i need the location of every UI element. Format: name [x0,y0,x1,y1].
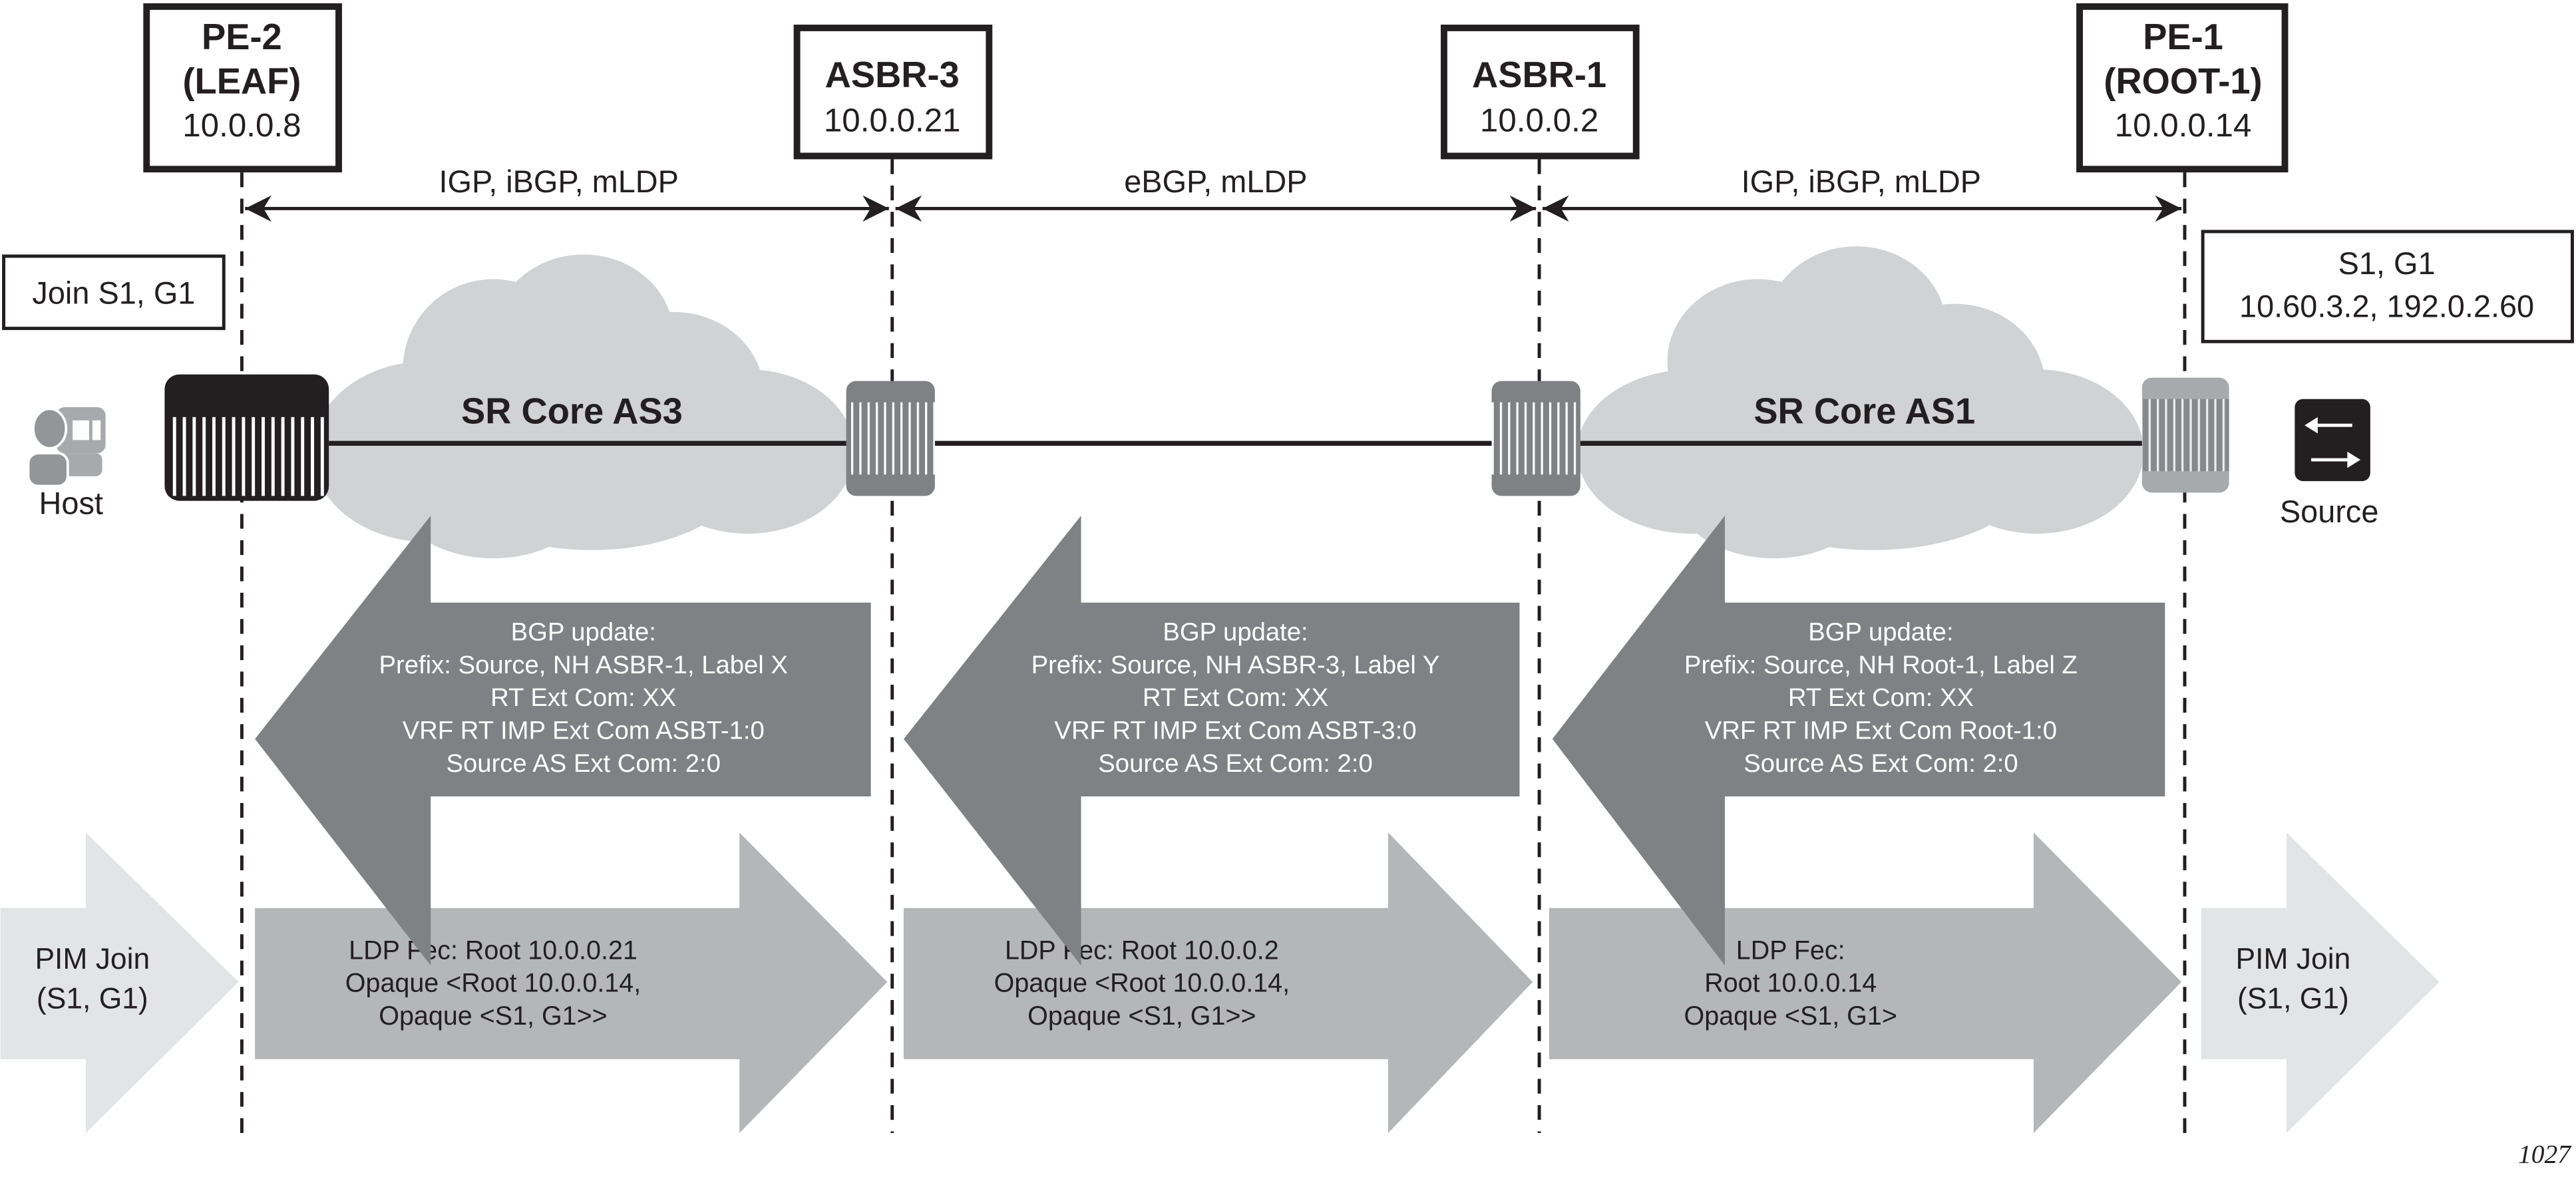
svg-text:(ROOT-1): (ROOT-1) [2104,61,2262,102]
pim-arrow-left [0,832,239,1133]
node-box-pe1: PE-1 (ROOT-1) 10.0.0.14 [2076,3,2289,173]
pim-join-left-text: PIM Join(S1, G1) [35,943,150,1015]
bgp-update-arrow-2: BGP update:Prefix: Source, NH ASBR-3, La… [903,515,1520,966]
svg-text:10.0.0.2: 10.0.0.2 [1480,102,1598,138]
svg-text:BGP update:Prefix: Source, NH: BGP update:Prefix: Source, NH ASBR-1, La… [379,618,788,778]
sg-box: S1, G1 10.60.3.2, 192.0.2.60 [2201,230,2574,343]
bgp-update-arrow-3: BGP update:Prefix: Source, NH Root-1, La… [1552,515,2165,966]
host-label: Host [39,486,103,520]
svg-text:(LEAF): (LEAF) [182,61,301,102]
pim-arrow-right [2201,832,2440,1133]
node-box-pe2: PE-2 (LEAF) 10.0.0.8 [143,3,342,173]
router-asbr1[interactable] [1491,381,1580,496]
bgp-update-arrow-1: BGP update:Prefix: Source, NH ASBR-1, La… [255,515,871,966]
node-box-asbr1: ASBR-1 10.0.0.2 [1441,25,1640,160]
node-box-asbr3: ASBR-3 10.0.0.21 [793,25,993,160]
source-label: Source [2280,494,2379,529]
cloud-as3 [312,254,854,559]
svg-text:PE-2: PE-2 [202,17,282,57]
svg-text:10.0.0.8: 10.0.0.8 [182,107,301,144]
svg-text:ASBR-3: ASBR-3 [825,55,960,95]
segment-label-inter-as: eBGP, mLDP [1124,164,1307,199]
svg-text:S1, G1: S1, G1 [2338,246,2436,281]
router-asbr3[interactable] [846,381,935,496]
svg-text:Join S1, G1: Join S1, G1 [32,276,195,311]
svg-text:10.0.0.21: 10.0.0.21 [824,102,961,138]
figure-number: 1027 [2518,1139,2572,1168]
router-pe1[interactable] [2141,377,2229,493]
segment-label-as3: IGP, iBGP, mLDP [439,164,679,199]
source-icon[interactable] [2295,399,2370,482]
join-box: Join S1, G1 [2,254,226,331]
node-dashed-lines [240,159,2187,1133]
svg-text:10.0.0.14: 10.0.0.14 [2115,107,2252,144]
segment-label-as1: IGP, iBGP, mLDP [1742,164,1981,199]
cloud-label-as1: SR Core AS1 [1753,391,1975,432]
svg-text:PE-1: PE-1 [2143,17,2223,57]
svg-text:BGP update:Prefix: Source, NH: BGP update:Prefix: Source, NH ASBR-3, La… [1031,618,1440,778]
svg-text:10.60.3.2, 192.0.2.60: 10.60.3.2, 192.0.2.60 [2239,289,2534,323]
router-pe2[interactable] [164,374,329,501]
cloud-label-as3: SR Core AS3 [461,391,683,432]
pim-join-right-text: PIM Join(S1, G1) [2236,943,2351,1015]
host-icon[interactable] [27,407,106,488]
svg-text:ASBR-1: ASBR-1 [1472,55,1606,95]
svg-text:BGP update:Prefix: Source, NH: BGP update:Prefix: Source, NH Root-1, La… [1684,618,2078,778]
